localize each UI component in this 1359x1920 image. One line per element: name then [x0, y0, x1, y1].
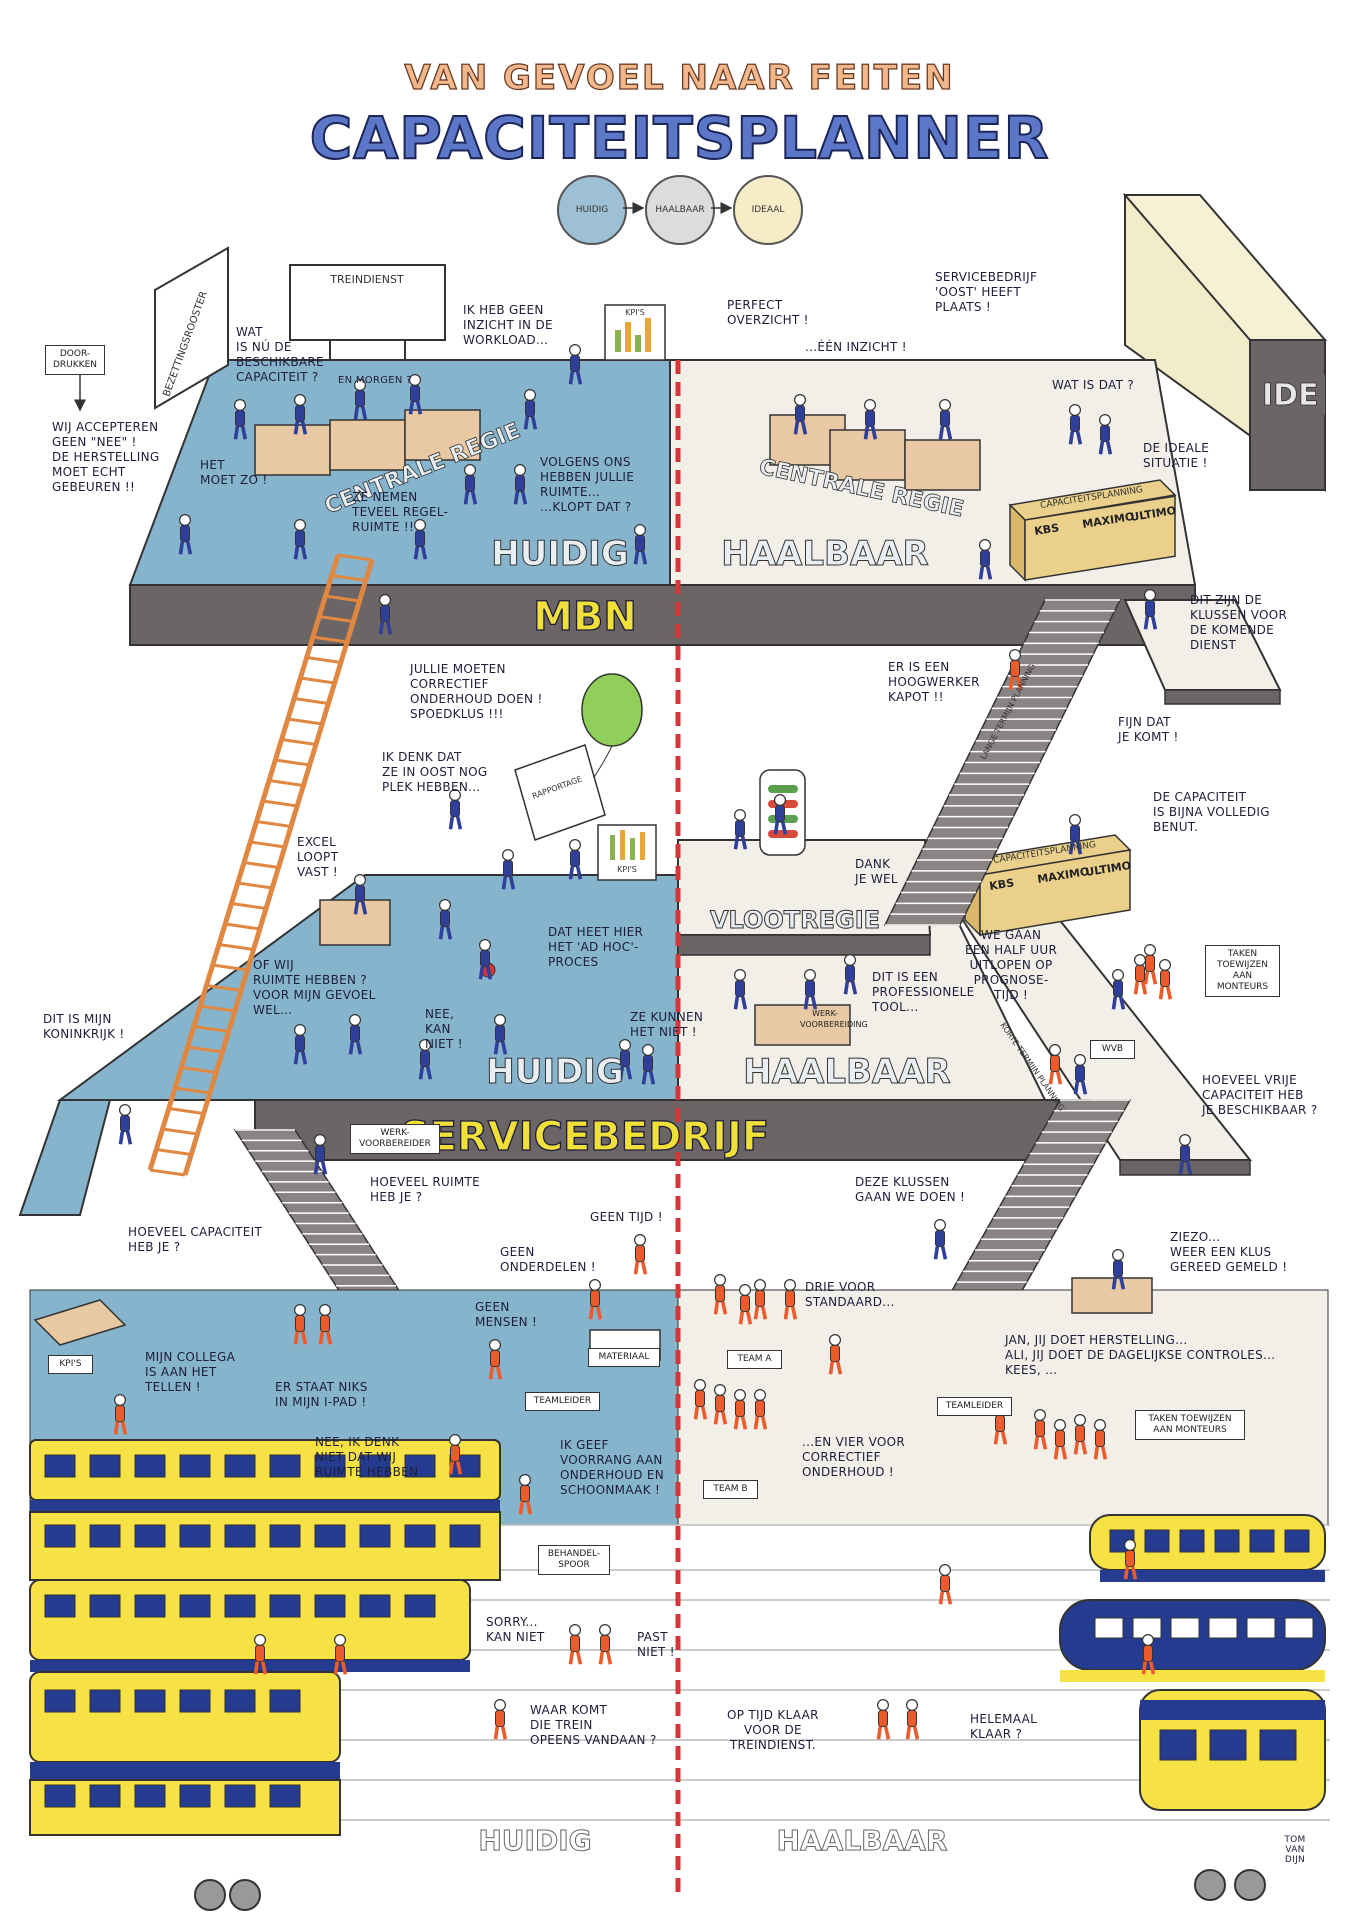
trains-right — [1059, 1514, 1326, 1901]
bubble-geen-mensen: GEEN MENSEN ! — [475, 1300, 538, 1329]
treindienst-board: TREINDIENST — [329, 273, 404, 286]
behandelspoor-sign: BEHANDEL- SPOOR — [538, 1545, 610, 1575]
subtitle: VAN GEVOEL NAAR FEITEN — [404, 57, 955, 98]
bubble-waar-komt: WAAR KOMT DIE TREIN OPEENS VANDAAN ? — [530, 1703, 657, 1747]
bubble-collega-tellen: MIJN COLLEGA IS AAN HET TELLEN ! — [145, 1350, 236, 1394]
wvb-sign: WVB — [1090, 1040, 1135, 1059]
taken-toewijzen-sign: TAKEN TOEWIJZEN AAN MONTEURS — [1205, 945, 1280, 997]
level-title-mbn: MBN — [533, 594, 637, 640]
team-a-sign: TEAM A — [727, 1350, 782, 1369]
bubble-jan-ali: JAN, JIJ DOET HERSTELLING... ALI, JIJ DO… — [1005, 1333, 1276, 1377]
bubble-dank-je-wel: DANK JE WEL — [855, 857, 898, 886]
bubble-geen-tijd: GEEN TIJD ! — [590, 1210, 663, 1224]
bubble-sorry: SORRY... KAN NIET — [486, 1615, 545, 1644]
bubble-het-moet-zo: HET MOET ZO ! — [200, 458, 268, 487]
bubble-fijn-dat: FIJN DAT JE KOMT ! — [1118, 715, 1179, 744]
vlootregie-label: VLOOTREGIE — [710, 906, 880, 934]
bubble-hoeveel-capaciteit: HOEVEEL CAPACITEIT HEB JE ? — [128, 1225, 263, 1254]
bubble-er-staat-niks: ER STAAT NIKS IN MIJN I-PAD ! — [275, 1380, 368, 1409]
bubble-ideale-situatie: DE IDEALE SITUATIE ! — [1143, 441, 1210, 470]
sb-huidig-label: HUIDIG — [486, 1052, 624, 1092]
bubble-past-niet: PAST NIET ! — [637, 1630, 675, 1659]
bubble-ad-hoc: DAT HEET HIER HET 'AD HOC'- PROCES — [548, 925, 644, 969]
bubble-hoeveel-ruimte: HOEVEEL RUIMTE HEB JE ? — [370, 1175, 481, 1204]
werkvoorbereider-sign: WERK- VOORBEREIDER — [350, 1124, 440, 1154]
mbn-huidig-label: HUIDIG — [491, 534, 629, 574]
bubble-professionele-tool: DIT IS EEN PROFESSIONELE TOOL... — [872, 970, 975, 1014]
doordrukken-note: DOOR- DRUKKEN — [45, 345, 105, 375]
svg-text:KBS: KBS — [988, 876, 1015, 893]
bubble-hoogwerker: ER IS EEN HOOGWERKER KAPOT !! — [888, 660, 980, 704]
bubble-op-tijd: OP TIJD KLAAR VOOR DE TREINDIENST. — [727, 1708, 819, 1752]
footer-haalbaar: HAALBAAR — [777, 1824, 948, 1857]
bubble-ze-nemen: ZE NEMEN TEVEEL REGEL- RUIMTE !! — [352, 490, 449, 534]
bubble-jullie-moeten: JULLIE MOETEN CORRECTIEF ONDERHOUD DOEN … — [410, 662, 543, 721]
bubble-volgens-ons: VOLGENS ONS HEBBEN JULLIE RUIMTE... ...K… — [540, 455, 635, 514]
sb-haalbaar-label: HAALBAAR — [743, 1052, 950, 1092]
bubble-servicebedrijf-oost: SERVICEBEDRIJF 'OOST' HEEFT PLAATS ! — [935, 270, 1038, 314]
bubble-wat-is-nu: WAT IS NÚ DE BESCHIKBARE CAPACITEIT ? — [236, 325, 324, 384]
figures — [113, 344, 1193, 1740]
bubble-wat-is-dat: WAT IS DAT ? — [1052, 378, 1135, 392]
ideal-block: IDE — [1122, 193, 1328, 492]
bubble-of-wij-ruimte: OF WIJ RUIMTE HEBBEN ? VOOR MIJN GEVOEL … — [253, 958, 376, 1017]
bubble-voorrang: IK GEEF VOORRANG AAN ONDERHOUD EN SCHOON… — [560, 1438, 665, 1497]
bubble-hoeveel-vrije: HOEVEEL VRIJE CAPACITEIT HEB JE BESCHIKB… — [1202, 1073, 1318, 1117]
bubble-ziezo: ZIEZO... WEER EEN KLUS GEREED GEMELD ! — [1170, 1230, 1288, 1274]
bubble-nee-ik-denk: NEE, IK DENK NIET DAT WIJ RUIMTE HEBBEN — [315, 1435, 419, 1479]
bubble-nee-kan-niet: NEE, KAN NIET ! — [425, 1007, 463, 1051]
bubble-half-uur: WE GAAN EEN HALF UUR UITLOPEN OP PROGNOS… — [965, 928, 1058, 1002]
team-b-sign: TEAM B — [703, 1480, 758, 1499]
bubble-perfect: PERFECT OVERZICHT ! — [727, 298, 809, 327]
bubble-capaciteit-benut: DE CAPACITEIT IS BIJNA VOLLEDIG BENUT. — [1153, 790, 1270, 834]
mbn-haalbaar-label: HAALBAAR — [721, 534, 928, 574]
ideal-block-label: IDE — [1262, 378, 1319, 413]
bubble-excel: EXCEL LOOPT VAST ! — [297, 835, 339, 879]
materiaal-box: MATERIAAL — [588, 1348, 660, 1367]
bubble-wij-accepteren: WIJ ACCEPTEREN GEEN "NEE" ! DE HERSTELLI… — [52, 420, 160, 494]
stage-huidig: HUIDIG — [557, 175, 627, 245]
bubble-klussen-komende: DIT ZIJN DE KLUSSEN VOOR DE KOMENDE DIEN… — [1190, 593, 1288, 652]
bubble-geen-onderdelen: GEEN ONDERDELEN ! — [500, 1245, 596, 1274]
bubble-vier-voor: ...EN VIER VOOR CORRECTIEF ONDERHOUD ! — [802, 1435, 906, 1479]
kpis-board-top: KPI'S — [625, 308, 645, 317]
werkvoorbereiding-desk: WERK- VOORBEREIDING — [800, 1009, 868, 1029]
trains-left — [29, 1439, 501, 1911]
artist-signature: TOM VAN DIJN — [1284, 1835, 1306, 1865]
teamleider-right-sign: TEAMLEIDER — [937, 1397, 1012, 1416]
bubble-deze-klussen: DEZE KLUSSEN GAAN WE DOEN ! — [855, 1175, 966, 1204]
taken-toewijzen-bottom-sign: TAKEN TOEWIJZEN AAN MONTEURS — [1135, 1410, 1245, 1440]
bubble-drie-voor: DRIE VOOR STANDAARD... — [805, 1280, 895, 1309]
bubble-helemaal: HELEMAAL KLAAR ? — [970, 1712, 1038, 1741]
bubble-geen-inzicht: IK HEB GEEN INZICHT IN DE WORKLOAD... — [463, 303, 553, 347]
bubble-koninkrijk: DIT IS MIJN KONINKRIJK ! — [43, 1012, 125, 1041]
kpis-board-mid: KPI'S — [617, 865, 637, 874]
bubble-ze-kunnen: ZE KUNNEN HET NIET ! — [630, 1010, 704, 1039]
bubble-en-morgen: EN MORGEN ? — [338, 375, 412, 386]
kpis-tablet: KPI'S — [48, 1355, 93, 1374]
footer-huidig: HUIDIG — [478, 1824, 591, 1857]
stage-haalbaar: HAALBAAR — [645, 175, 715, 245]
svg-text:KBS: KBS — [1033, 521, 1060, 538]
teamleider-left-sign: TEAMLEIDER — [525, 1392, 600, 1411]
stage-ideaal: IDEAAL — [733, 175, 803, 245]
bubble-ik-denk-oost: IK DENK DAT ZE IN OOST NOG PLEK HEBBEN..… — [382, 750, 488, 794]
ladder — [147, 553, 375, 1177]
page-title: CAPACITEITSPLANNER — [309, 103, 1050, 173]
level-title-servicebedrijf: SERVICEBEDRIJF — [401, 1114, 769, 1160]
bubble-een-inzicht: ...ÉÉN INZICHT ! — [805, 340, 907, 354]
